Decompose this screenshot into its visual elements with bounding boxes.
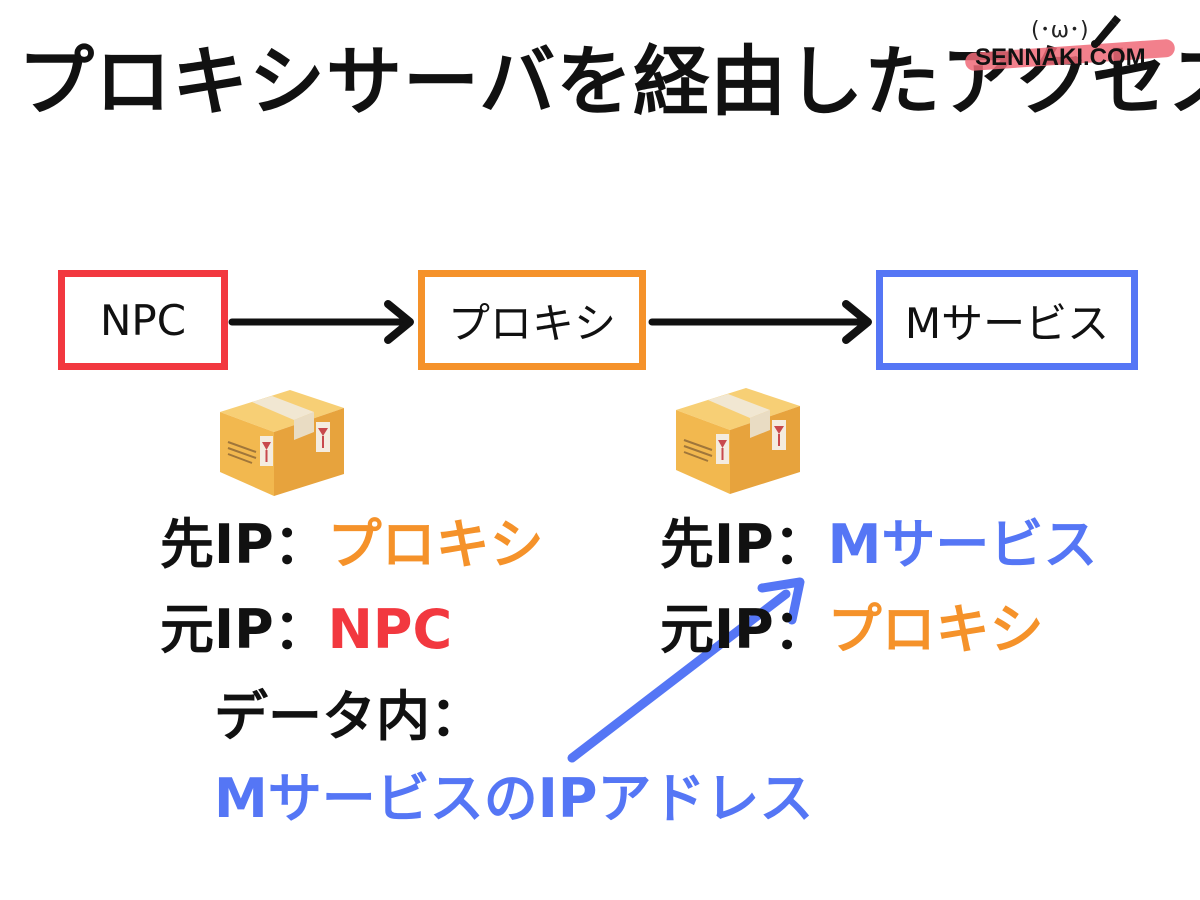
src-ip-value: NPC [327, 598, 453, 661]
pencil-icon [1091, 15, 1121, 48]
data-content-value: MサービスのIPアドレス [214, 767, 814, 830]
data-content-label: データ内： [214, 685, 484, 748]
node-npc: NPC [58, 270, 228, 370]
dest-ip-label: 先IP： [660, 513, 828, 576]
right-arrow-icon [648, 300, 872, 344]
src-ip-label: 元IP： [160, 598, 328, 661]
src-ip-value: プロキシ [827, 598, 1044, 661]
package-box-icon [220, 390, 344, 496]
brand-face: (･ω･) [1031, 18, 1089, 43]
left-dest-ip-row: 先IP：プロキシ [160, 518, 544, 572]
brand-logo: (･ω･) SENNAKI.COM [964, 10, 1185, 85]
node-mservice: Mサービス [876, 270, 1138, 370]
node-proxy: プロキシ [418, 270, 646, 370]
dest-ip-label: 先IP： [160, 513, 328, 576]
dest-ip-value: プロキシ [327, 513, 544, 576]
left-src-ip-row: 元IP：NPC [160, 603, 452, 657]
package-box-icon [676, 388, 800, 494]
right-dest-ip-row: 先IP：Mサービス [660, 518, 1097, 572]
left-data-value-row: MサービスのIPアドレス [214, 772, 813, 826]
src-ip-label: 元IP： [660, 598, 828, 661]
right-arrow-icon [228, 300, 414, 344]
left-data-label-row: データ内： [214, 690, 484, 744]
brand-text: SENNAKI.COM [975, 44, 1146, 71]
right-src-ip-row: 元IP：プロキシ [660, 603, 1044, 657]
dest-ip-value: Mサービス [827, 513, 1098, 576]
